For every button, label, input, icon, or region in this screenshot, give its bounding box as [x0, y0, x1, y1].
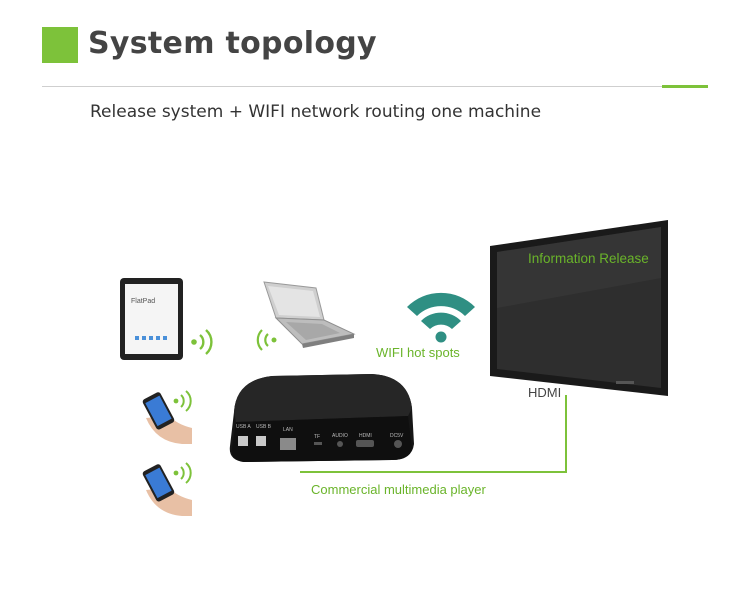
title-divider-accent: [662, 85, 708, 88]
laptop-signal-icon: [256, 329, 277, 351]
tv-label: Information Release: [528, 251, 649, 266]
tv-monitor-image: [490, 220, 668, 396]
port-label-dc5v: DC5V: [390, 433, 404, 439]
port-label-usb-a: USB A: [236, 424, 251, 430]
phone-signal-icon: [173, 390, 192, 412]
player-label: Commercial multimedia player: [311, 482, 486, 497]
tablet-screen: FlatPad: [125, 284, 178, 354]
tablet-app-icons: [135, 336, 167, 340]
port-label-lan: LAN: [283, 427, 293, 433]
tablet-image: FlatPad: [120, 278, 183, 360]
tablet-signal-icon: [191, 329, 213, 355]
phone-signal-icon: [173, 462, 192, 484]
page-subtitle: Release system + WIFI network routing on…: [90, 102, 542, 122]
port-label-tf: TF: [314, 434, 321, 440]
smartphone-hand-image: [142, 464, 192, 516]
hdmi-label: HDMI: [528, 385, 562, 400]
port-label-hdmi: HDMI: [359, 433, 372, 439]
laptop-image: [263, 281, 356, 348]
wifi-hotspot-label: WIFI hot spots: [376, 345, 460, 360]
title-accent-square: [42, 27, 78, 63]
port-label-usb-b: USB B: [256, 424, 272, 430]
tablet-brand-text: FlatPad: [131, 298, 156, 305]
page-title: System topology: [88, 26, 377, 61]
port-label-audio: AUDIO: [332, 433, 348, 439]
smartphone-hand-image: [142, 392, 192, 444]
title-divider: [42, 86, 708, 87]
wifi-hotspot-icon: [407, 292, 475, 343]
media-player-box-image: [229, 374, 414, 462]
